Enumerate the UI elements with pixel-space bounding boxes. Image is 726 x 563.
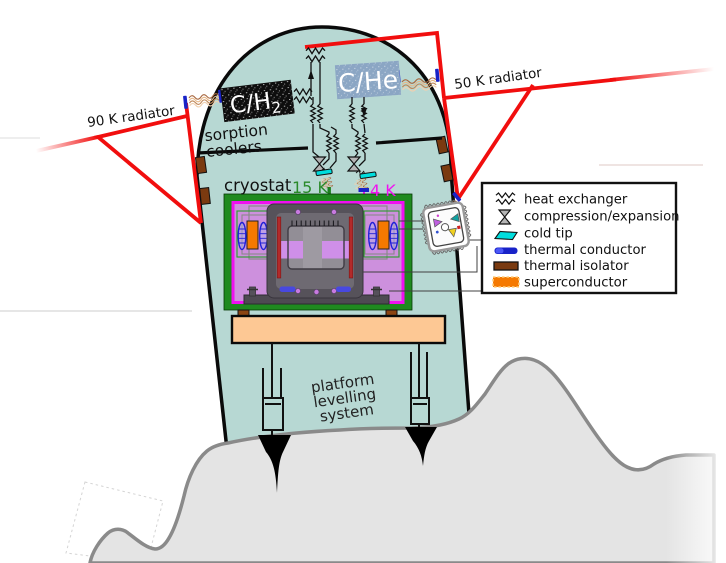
- thermal-isolator-icon: [440, 163, 454, 183]
- cold-tip-icon: [493, 230, 518, 241]
- wall-thermal-isolators: [194, 135, 454, 205]
- sorption-cooler-plumbing: [293, 47, 377, 212]
- cryostat: [223, 193, 413, 311]
- legend-item: heat exchanger: [495, 192, 628, 208]
- radiator-50k-wall-line: [442, 97, 460, 200]
- radiator-90k-arm-fade: [35, 135, 99, 153]
- svg-text:superconductor: superconductor: [524, 276, 628, 291]
- cold-tip-icon: [315, 168, 333, 176]
- platform-bar: [230, 314, 447, 345]
- terrain-fade: [666, 340, 726, 563]
- superconductor-icon: [492, 276, 520, 288]
- plate-bolts: [294, 208, 337, 295]
- radiator-90k-wall-line: [184, 102, 203, 224]
- background-faint-lines: [0, 137, 703, 312]
- deck-separator-line: [196, 136, 443, 155]
- thermal-conductor-icon: [336, 286, 351, 292]
- svg-text:heat exchanger: heat exchanger: [524, 193, 628, 208]
- legend-item: thermal isolator: [493, 259, 629, 274]
- sorption-coolers-label: sorption coolers: [204, 121, 269, 161]
- radiator-top-line: [304, 30, 446, 99]
- flow-up-arrow: [308, 70, 314, 79]
- comb-fins: [291, 220, 339, 226]
- radiator-50k-diagonal: [456, 83, 535, 201]
- foot-spike: [258, 435, 291, 493]
- foot-spike: [405, 427, 437, 466]
- svg-text:compression/expansion: compression/expansion: [524, 210, 680, 225]
- legend-item: compression/expansion: [498, 209, 680, 225]
- radiator-90k-arms: [93, 114, 203, 225]
- svg-text:thermal conductor: thermal conductor: [524, 243, 647, 258]
- svg-text:cold tip: cold tip: [524, 227, 573, 242]
- radiator-50k-arm-fade: [609, 67, 715, 82]
- svg-text:coolers: coolers: [205, 137, 262, 161]
- electronics-wires: [363, 220, 492, 292]
- thermal-conductor-icon: [183, 95, 188, 109]
- legend-item: superconductor: [492, 276, 628, 291]
- he-cooler-box: C/He: [334, 60, 402, 100]
- instrument-plate: [266, 203, 364, 299]
- radiator-lines: [35, 30, 715, 225]
- temp-15k-label: 15 K: [292, 178, 328, 197]
- cold-tip-icon: [359, 171, 377, 179]
- platform-levelling-label: platform levelling system: [310, 370, 377, 426]
- radiator-90k-label: 90 K radiator: [86, 103, 176, 131]
- cryostat-label: cryostat: [224, 176, 292, 195]
- damper-cylinder: [262, 397, 284, 431]
- leg-right: [405, 343, 437, 466]
- h2-cooler-box: C/H2: [220, 79, 295, 123]
- leg-left: [258, 343, 291, 493]
- legend-item: cold tip: [493, 227, 573, 242]
- damper-cylinder: [410, 397, 430, 425]
- chip-icon: [420, 199, 472, 255]
- temp-4k-label: 4 K: [370, 181, 396, 200]
- mount-bolt: [249, 286, 256, 297]
- thermal-isolator-icon: [194, 155, 208, 175]
- thermal-isolator-icon: [493, 261, 519, 271]
- legend: heat exchanger compression/expansion col…: [480, 181, 680, 295]
- thermal-conductor-icon: [435, 68, 440, 82]
- he-cooler-label: C/He: [337, 65, 399, 98]
- svg-text:thermal isolator: thermal isolator: [524, 259, 629, 274]
- h2-cooler-label: C/H2: [229, 87, 283, 122]
- mount-bolt: [373, 286, 380, 297]
- legend-item: thermal conductor: [494, 243, 647, 258]
- cooler-tubes: [310, 62, 366, 169]
- cooler-15k-connector: [327, 187, 331, 197]
- thermal-isolator-icon: [199, 187, 211, 205]
- thermal-conductor-icon: [279, 286, 296, 292]
- cooler-4k-connector: [358, 188, 369, 192]
